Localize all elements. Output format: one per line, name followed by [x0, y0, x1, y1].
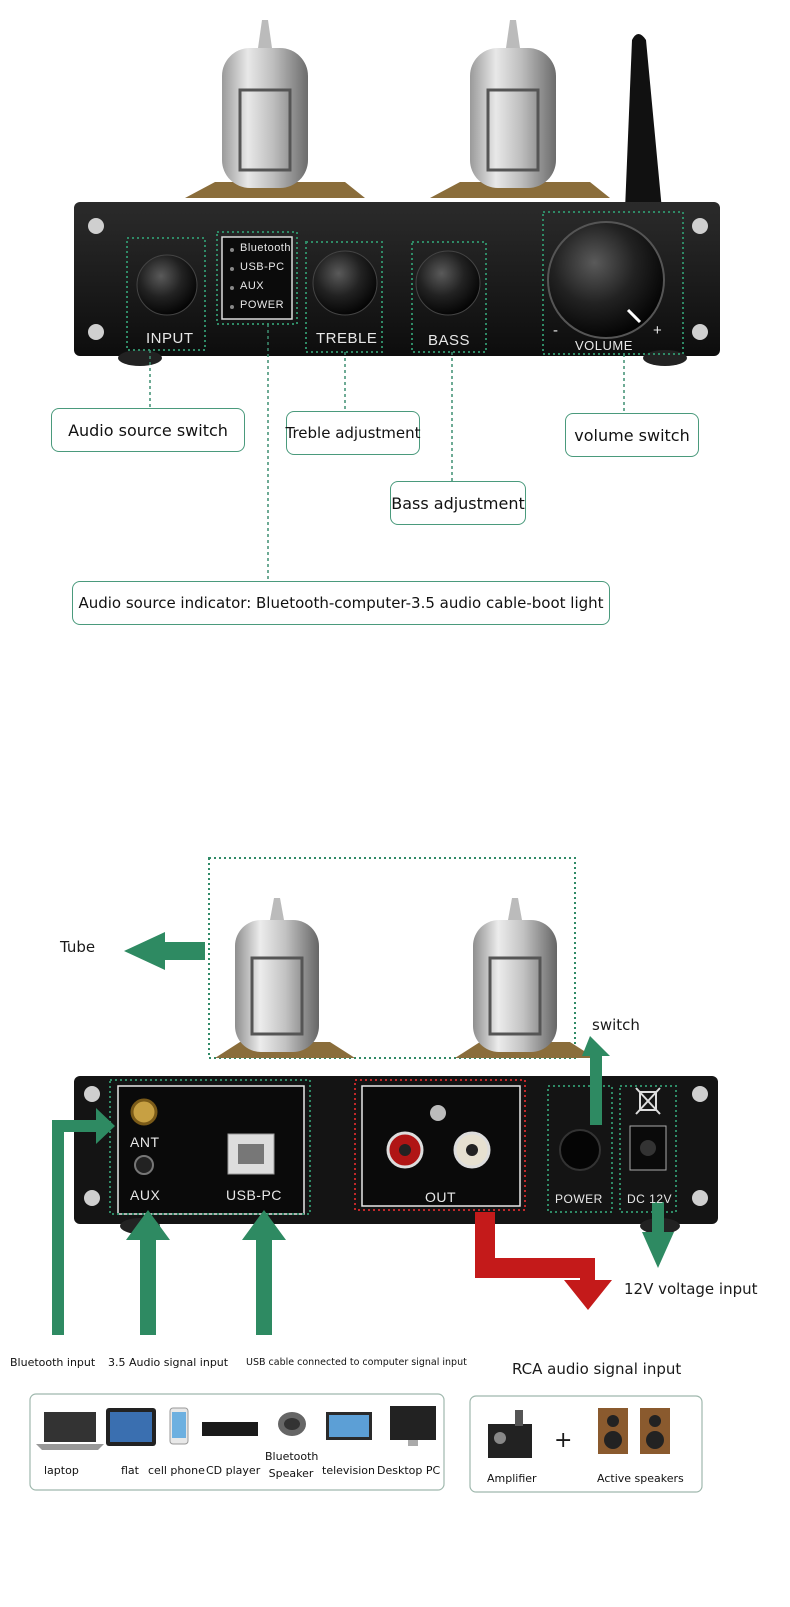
aux-arrow [126, 1210, 170, 1335]
back-amplifier-illustration [29, 857, 718, 1493]
front-tube-right [430, 20, 610, 198]
volume-minus-label: - [553, 322, 559, 339]
device-label-cell-phone: cell phone [148, 1464, 205, 1477]
front-tube-left [185, 20, 365, 198]
volume-plus-label: + [653, 322, 663, 339]
rca-arrow [475, 1212, 612, 1310]
device-label-television: television [322, 1464, 375, 1477]
treble-label: TREBLE [316, 330, 378, 347]
input-knob [136, 254, 198, 316]
bluetooth-speaker-icon [278, 1412, 306, 1436]
amplifier-icon [488, 1410, 532, 1458]
front-amplifier-illustration [74, 20, 720, 582]
callout-volume-switch: volume switch [565, 413, 699, 457]
treble-knob [312, 250, 378, 316]
indicator-bluetooth-label: Bluetooth [240, 242, 291, 254]
voltage-input-label: 12V voltage input [624, 1280, 758, 1298]
callout-audio-source-switch: Audio source switch [51, 408, 245, 452]
bass-knob [415, 250, 481, 316]
active-speakers-label: Active speakers [597, 1472, 684, 1485]
usb-arrow [242, 1210, 286, 1335]
plus-sign: + [554, 1428, 573, 1453]
back-tube-left [215, 898, 355, 1058]
tube-arrow [124, 932, 205, 970]
rca-input-label: RCA audio signal input [512, 1360, 682, 1378]
tube-label: Tube [60, 938, 96, 956]
usb-pc-label: USB-PC [226, 1187, 282, 1203]
power-label: POWER [555, 1192, 603, 1206]
desktop-pc-icon [390, 1406, 436, 1446]
aux-jack [134, 1155, 154, 1175]
cd-player-icon [202, 1422, 258, 1436]
switch-label: switch [592, 1016, 640, 1034]
weee-icon [635, 1087, 661, 1115]
volume-label: VOLUME [575, 338, 633, 353]
device-label-bluetooth-speaker: Bluetooth Speaker [265, 1450, 319, 1480]
bluetooth-input-label: Bluetooth input [10, 1356, 96, 1369]
aux-label: AUX [130, 1187, 161, 1203]
out-label: OUT [425, 1189, 457, 1205]
ant-connector [130, 1098, 158, 1126]
bass-label: BASS [428, 332, 471, 349]
indicator-usb-pc-label: USB-PC [240, 261, 285, 273]
device-label-laptop: laptop [44, 1464, 79, 1477]
ant-label: ANT [130, 1134, 160, 1150]
device-label-cd-player: CD player [206, 1464, 261, 1477]
back-tube-right [455, 898, 595, 1058]
usb-port [227, 1133, 275, 1175]
callout-treble-adjustment: Treble adjustment [285, 411, 421, 455]
dc-arrow [642, 1202, 674, 1268]
power-button [559, 1129, 601, 1171]
speaker-left-icon [598, 1408, 628, 1454]
device-label-flat: flat [121, 1464, 139, 1477]
cell-phone-icon [169, 1407, 189, 1445]
input-label: INPUT [146, 330, 194, 347]
television-icon [326, 1412, 372, 1440]
volume-knob [547, 221, 665, 339]
indicator-power-label: POWER [240, 299, 285, 311]
usb-input-label: USB cable connected to computer signal i… [246, 1357, 467, 1368]
front-antenna [625, 34, 662, 210]
laptop-icon [36, 1412, 104, 1450]
callout-bass-adjustment: Bass adjustment [390, 481, 526, 525]
tablet-icon [106, 1408, 156, 1446]
audio-35-input-label: 3.5 Audio signal input [108, 1356, 229, 1369]
switch-arrow [582, 1036, 610, 1125]
amplifier-label: Amplifier [487, 1472, 537, 1485]
indicator-aux-label: AUX [240, 280, 265, 292]
callout-audio-source-indicator: Audio source indicator: Bluetooth-comput… [72, 581, 610, 625]
speaker-right-icon [640, 1408, 670, 1454]
bluetooth-arrow [52, 1108, 115, 1335]
dc-12v-label: DC 12V [627, 1192, 673, 1206]
device-label-desktop-pc: Desktop PC [377, 1464, 441, 1477]
